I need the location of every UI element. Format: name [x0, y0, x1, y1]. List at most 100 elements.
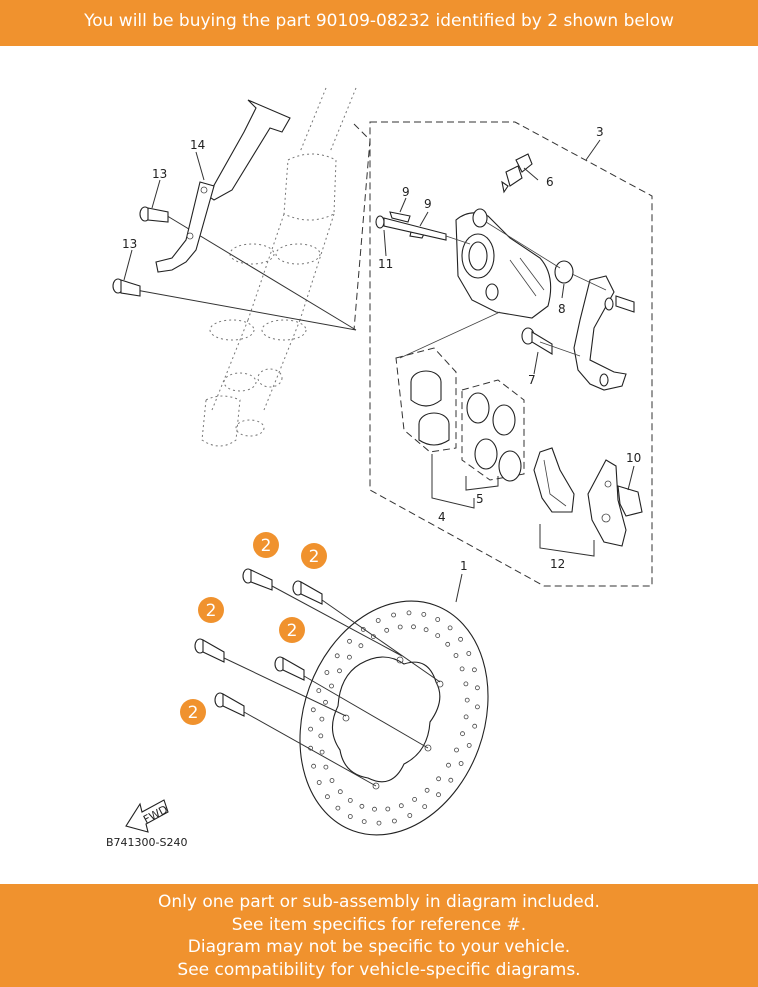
bleed-screw — [501, 153, 533, 194]
diagram-code: B741300-S240 — [106, 836, 188, 849]
disc-hole — [459, 666, 465, 672]
disc-hole — [424, 787, 430, 793]
svg-text:2: 2 — [309, 547, 320, 567]
seal-group — [461, 379, 525, 481]
disc-hole — [319, 749, 325, 755]
callout-3: 3 — [596, 125, 604, 139]
caliper-bracket — [573, 275, 635, 391]
disc-hole — [316, 780, 322, 785]
bracket-line — [539, 524, 595, 557]
disc-hole — [329, 778, 335, 783]
disc-bolt — [292, 580, 323, 605]
disc-hole — [346, 654, 352, 660]
disc-hole — [319, 716, 325, 722]
disc-hole — [334, 653, 340, 659]
disc-hole — [310, 707, 316, 713]
disc-hole — [436, 776, 442, 782]
caliper-body — [455, 208, 552, 319]
disc-hole — [460, 731, 465, 737]
callout-2-badge[interactable]: 2 — [301, 543, 327, 569]
callout-4: 4 — [438, 510, 446, 524]
disc-hole — [463, 714, 469, 720]
disc-hole — [397, 624, 403, 630]
callout-8: 8 — [558, 302, 566, 316]
disc-hole — [446, 762, 451, 768]
disc-hole — [466, 743, 472, 748]
callout-2-badge[interactable]: 2 — [253, 532, 279, 558]
leader-line — [135, 289, 357, 331]
bracket — [155, 99, 291, 273]
disc-hole — [323, 699, 328, 705]
svg-text:2: 2 — [261, 536, 272, 556]
disc-hole — [422, 804, 428, 809]
svg-text:2: 2 — [287, 621, 298, 641]
leader-line — [223, 585, 441, 787]
disc-hole — [391, 612, 397, 618]
disc-hole — [463, 681, 469, 687]
callout-2-badge[interactable]: 2 — [279, 617, 305, 643]
boot — [554, 260, 574, 284]
disc-bolt — [194, 638, 225, 663]
leader-line — [627, 465, 635, 491]
callout-10: 10 — [626, 451, 641, 465]
disc-hole — [423, 627, 429, 633]
brake-pad — [533, 447, 575, 513]
footer-line: See item specifics for reference #. — [231, 914, 527, 935]
disc-hole — [318, 733, 324, 739]
bolt-13-upper — [139, 206, 169, 223]
callout-2-badge[interactable]: 2 — [198, 597, 224, 623]
svg-text:2: 2 — [206, 601, 217, 621]
disc-bolt — [242, 568, 273, 591]
disc-hole — [323, 764, 329, 770]
disc-hole — [375, 618, 381, 623]
leader-line — [455, 573, 463, 603]
disc-hole — [466, 651, 472, 656]
fork-tube — [201, 87, 357, 447]
callout-2-badge[interactable]: 2 — [180, 699, 206, 725]
disc-hole — [358, 643, 364, 649]
disc-hole — [435, 617, 441, 622]
callout-5: 5 — [476, 492, 484, 506]
leader-line — [523, 167, 539, 181]
leader-line — [123, 249, 133, 281]
disc-hole — [361, 819, 367, 824]
disc-hole — [347, 638, 352, 644]
disc-hole — [436, 792, 441, 798]
disc-hole — [448, 777, 454, 783]
footer-line: Only one part or sub-assembly in diagram… — [158, 892, 600, 912]
disc-hole — [391, 818, 397, 824]
disc-hole — [372, 806, 377, 812]
leader-line — [419, 211, 429, 227]
disc-hole — [347, 798, 353, 803]
fwd-arrow-icon: FWD — [125, 799, 170, 833]
disc-hole — [406, 610, 412, 616]
piston-group — [395, 347, 457, 453]
disc-hole — [411, 624, 416, 630]
brake-pad — [587, 459, 627, 547]
disc-hole — [464, 697, 470, 703]
disc-hole — [337, 789, 343, 795]
piston — [410, 370, 442, 407]
callout-7: 7 — [528, 373, 536, 387]
disc-hole — [335, 805, 341, 811]
disc-holes — [308, 610, 480, 826]
assembly-line — [399, 221, 607, 359]
callout-14: 14 — [190, 138, 205, 152]
disc-hole — [474, 704, 480, 710]
disc-hole — [384, 627, 390, 633]
disc-hole — [308, 726, 314, 732]
disc-hole — [435, 633, 441, 638]
disc-hole — [471, 667, 477, 673]
svg-text:2: 2 — [188, 703, 199, 723]
disc-hole — [329, 683, 334, 689]
fwd-label: FWD — [141, 803, 170, 827]
disc-hole — [324, 794, 330, 800]
disc-hole — [385, 806, 391, 812]
piston-seals — [466, 392, 522, 482]
disc-hole — [337, 668, 342, 674]
callout-9: 9 — [402, 185, 410, 199]
brake-disc — [299, 600, 489, 836]
disc-bolt — [274, 656, 305, 681]
disc-hole — [421, 612, 427, 617]
bolt-13-lower — [112, 278, 141, 297]
